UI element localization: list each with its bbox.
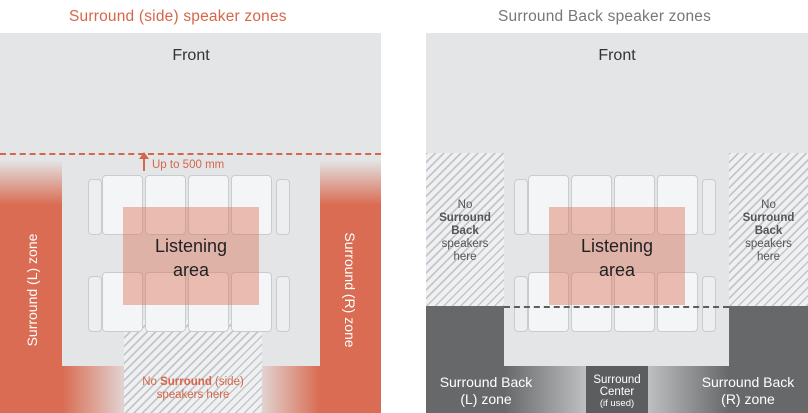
surround-right-bottom [262,366,320,413]
nbl-l1: No [457,199,473,211]
nbr-l4: speakers [745,238,792,250]
sbr-l1: Surround Back [701,374,795,390]
left-sofa-front [88,175,293,237]
right-listening-area: Listening area [549,207,685,305]
surround-left-zone [0,160,62,413]
surround-center-label: Surround Center (if used) [586,374,648,410]
surround-back-right-zone [729,306,808,413]
no-surround-back-right-zone [729,153,808,306]
surround-back-left-zone [426,306,504,413]
surround-r-label: Surround (R) zone [342,232,358,348]
nbr-l1: No [761,199,776,211]
back-limit-line [504,306,729,308]
surround-center-zone [586,366,648,413]
distance-label: Up to 500 mm [152,159,225,171]
right-sofa-front [514,175,719,237]
sc-l1: Surround [593,374,641,386]
surround-back-right-bottom [648,366,729,413]
no-surround-side-zone [124,320,262,413]
left-front-label: Front [172,47,210,64]
no-surround-back-left-zone [426,153,504,306]
surround-left-bottom [62,366,124,413]
right-sofa-back [514,272,719,334]
nbl-l5: here [453,251,477,263]
front-limit-line [0,153,381,155]
nbl-b2: Back [451,225,479,237]
right-listening-line1: Listening [580,236,654,256]
no-back-right-label: No Surround Back speakers here [729,199,808,264]
sc-l3: (if used) [599,398,635,409]
left-listening-area: Listening area [123,207,259,305]
surround-back-left-bottom [504,366,586,413]
left-listening-line1: Listening [154,236,228,256]
nbr-b1: Surround [742,212,795,224]
right-panel-title: Surround Back speaker zones [498,8,712,25]
surround-back-l-label: Surround Back (L) zone [426,374,546,408]
right-listening-line2: area [598,260,636,280]
no-bold: Surround [160,376,212,388]
distance-arrow [143,156,145,171]
sbl-l2: (L) zone [460,391,512,407]
left-listening-line2: area [172,260,210,280]
nbr-b2: Back [754,225,783,237]
no-prefix: No [142,376,161,388]
nbl-b1: Surround [439,212,491,224]
surround-back-r-label: Surround Back (R) zone [688,374,808,408]
sbr-l2: (R) zone [721,391,775,407]
left-panel-title: Surround (side) speaker zones [69,8,287,25]
right-front-label: Front [598,47,636,64]
no-suffix: (side) [211,376,244,388]
no-line2: speakers here [156,389,230,401]
left-sofa-back [88,272,293,334]
sc-l2: Center [599,386,635,398]
no-surround-side-label: No Surround (side) speakers here [124,376,262,402]
surround-l-label: Surround (L) zone [24,233,40,347]
no-back-left-label: No Surround Back speakers here [426,199,504,264]
surround-right-zone [320,160,381,413]
nbl-l4: speakers [441,238,489,250]
nbr-l5: here [756,251,781,263]
sbl-l1: Surround Back [439,374,533,390]
arrow-head-icon [139,152,149,159]
